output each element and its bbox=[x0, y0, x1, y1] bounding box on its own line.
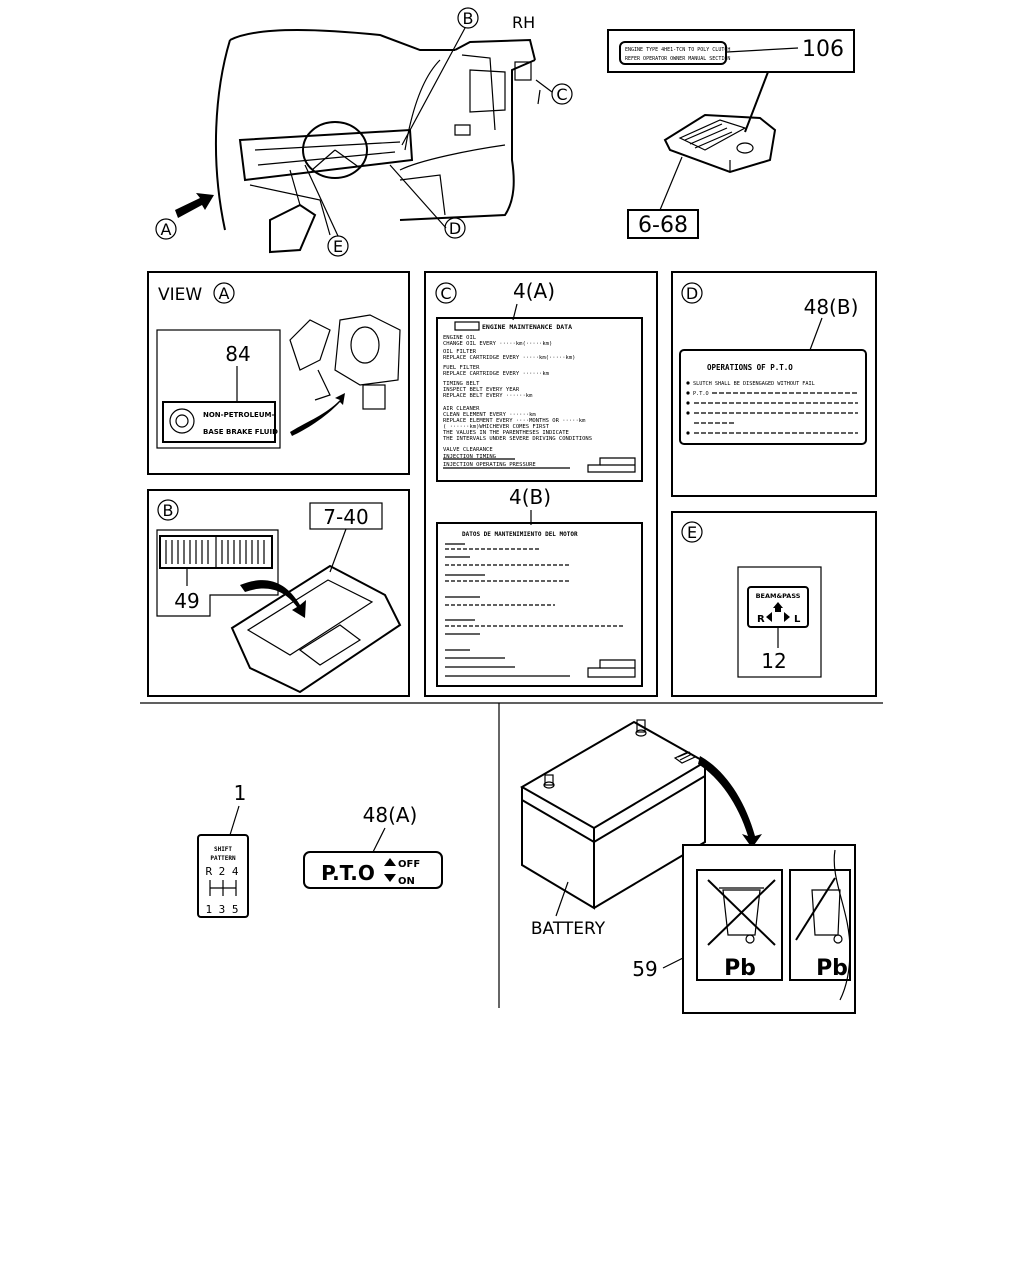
svg-text:A: A bbox=[161, 220, 172, 239]
svg-text:VALVE CLEARANCE: VALVE CLEARANCE bbox=[443, 447, 493, 453]
pb-text-2: Pb bbox=[816, 956, 848, 981]
svg-text:INSPECT BELT EVERY YEAR: INSPECT BELT EVERY YEAR bbox=[443, 387, 520, 393]
svg-text:FUEL FILTER: FUEL FILTER bbox=[443, 365, 480, 371]
svg-text:PATTERN: PATTERN bbox=[210, 855, 236, 862]
recycle-label-59: Pb Pb 59 bbox=[632, 844, 856, 1014]
rh-label: RH bbox=[512, 13, 535, 32]
battery-drawing: BATTERY bbox=[519, 719, 762, 939]
datos-placeholder-lines bbox=[445, 543, 625, 677]
part-number-7-40: 7-40 bbox=[323, 505, 368, 529]
part-number-12: 12 bbox=[761, 649, 786, 673]
svg-text:REPLACE ELEMENT EVERY ····MONT: REPLACE ELEMENT EVERY ····MONTHS OR ····… bbox=[443, 418, 586, 424]
engine-maint-lines: ENGINE OIL CHANGE OIL EVERY ·····km(····… bbox=[443, 335, 592, 468]
svg-text:C: C bbox=[556, 85, 567, 104]
turn-l-label: L bbox=[794, 614, 801, 625]
svg-text:C: C bbox=[440, 284, 451, 303]
svg-text:D: D bbox=[449, 219, 461, 238]
svg-text:TIMING BELT: TIMING BELT bbox=[443, 381, 480, 387]
svg-text:AIR CLEANER: AIR CLEANER bbox=[443, 406, 480, 412]
part-number-48b: 48(B) bbox=[804, 295, 859, 319]
panel-e: E BEAM&PASS R L 12 bbox=[671, 511, 877, 697]
svg-text:REPLACE CARTRIDGE EVERY ······: REPLACE CARTRIDGE EVERY ······km bbox=[443, 371, 550, 377]
brake-fluid-line2: BASE BRAKE FLUID bbox=[203, 428, 278, 436]
svg-text:E: E bbox=[687, 523, 697, 542]
svg-text:REPLACE BELT EVERY ······km: REPLACE BELT EVERY ······km bbox=[443, 393, 533, 399]
pb-text-1: Pb bbox=[724, 956, 756, 981]
callout-d-top: D bbox=[444, 217, 466, 239]
svg-text:THE VALUES IN THE PARENTHESES: THE VALUES IN THE PARENTHESES INDICATE bbox=[443, 430, 569, 436]
callout-a-top: A bbox=[155, 218, 177, 240]
panel-c: C 4(A) ENGINE MAINTENANCE DATA ENGINE OI… bbox=[424, 271, 658, 697]
pto-ops-line1: SLUTCH SHALL BE DISENGAGED WITHOUT FAIL bbox=[693, 381, 815, 387]
part-number-4a: 4(A) bbox=[513, 279, 555, 303]
svg-text:B: B bbox=[163, 501, 174, 520]
shift-bottom-row: 1 3 5 bbox=[205, 903, 238, 916]
label-106-line1: ENGINE TYPE 4HE1-TCN TO POLY CLUTCH bbox=[625, 47, 730, 53]
shift-top-row: R 2 4 bbox=[205, 865, 238, 878]
part-number-1: 1 bbox=[234, 781, 247, 805]
pto-text: P.T.O bbox=[321, 861, 375, 885]
svg-text:INJECTION TIMING: INJECTION TIMING bbox=[443, 454, 496, 460]
svg-text:( ······km)WHICHEVER COMES FIR: ( ······km)WHICHEVER COMES FIRST bbox=[443, 424, 550, 430]
svg-text:6-68: 6-68 bbox=[638, 213, 688, 238]
svg-text:CHANGE OIL EVERY ·····km(·····: CHANGE OIL EVERY ·····km(·····km) bbox=[443, 341, 552, 347]
panel-view-a: VIEW A 84 NON-PETROLEUM- BASE BRAKE FLUI… bbox=[147, 271, 410, 475]
engine-maint-title: ENGINE MAINTENANCE DATA bbox=[482, 323, 572, 331]
panel-b: B 49 7-40 bbox=[147, 489, 410, 697]
part-106-group: ENGINE TYPE 4HE1-TCN TO POLY CLUTCH REFE… bbox=[607, 29, 855, 133]
battery-label: BATTERY bbox=[531, 919, 606, 939]
datos-title: DATOS DE MANTENIMIENTO DEL MOTOR bbox=[462, 531, 578, 538]
svg-text:A: A bbox=[219, 284, 230, 303]
svg-text:INJECTION OPERATING PRESSURE: INJECTION OPERATING PRESSURE bbox=[443, 462, 536, 468]
svg-text:D: D bbox=[686, 284, 698, 303]
shift-pattern-label: 1 SHIFT PATTERN R 2 4 1 3 5 bbox=[197, 781, 249, 918]
part-number-59: 59 bbox=[632, 957, 657, 981]
pto-ops-title: OPERATIONS OF P.T.O bbox=[707, 363, 793, 372]
heater-unit-drawing bbox=[659, 113, 777, 211]
pto-label: 48(A) P.T.O OFF ON bbox=[303, 803, 443, 889]
panel-d: D 48(B) OPERATIONS OF P.T.O SLUTCH SHALL… bbox=[671, 271, 877, 497]
part-6-68-box: 6-68 bbox=[627, 209, 699, 239]
pto-on: ON bbox=[398, 876, 415, 887]
part-number-106: 106 bbox=[802, 37, 844, 62]
svg-text:REPLACE CARTRIDGE EVERY ·····k: REPLACE CARTRIDGE EVERY ·····km(·····km) bbox=[443, 355, 575, 361]
callout-c-top: C bbox=[551, 83, 573, 105]
svg-text:SHIFT: SHIFT bbox=[214, 846, 232, 853]
part-number-84: 84 bbox=[225, 342, 250, 366]
svg-text:B: B bbox=[463, 9, 474, 28]
part-number-48a: 48(A) bbox=[363, 803, 418, 827]
turn-r-label: R bbox=[757, 614, 765, 625]
callout-e-top: E bbox=[327, 235, 349, 257]
label-106-line2: REFER OPERATOR OWNER MANUAL SECTION bbox=[625, 56, 730, 62]
part-number-49: 49 bbox=[174, 589, 199, 613]
view-a-title: VIEW bbox=[158, 285, 202, 305]
cab-overview-drawing bbox=[175, 27, 553, 254]
svg-text:ENGINE OIL: ENGINE OIL bbox=[443, 335, 477, 341]
pto-off: OFF bbox=[398, 859, 420, 870]
beam-pass-label: BEAM&PASS bbox=[756, 592, 801, 600]
svg-text:CLEAN ELEMENT EVERY ······km: CLEAN ELEMENT EVERY ······km bbox=[443, 412, 536, 418]
svg-text:E: E bbox=[333, 237, 343, 256]
svg-text:THE INTERVALS UNDER SEVERE DRI: THE INTERVALS UNDER SEVERE DRIVING CONDI… bbox=[443, 436, 592, 442]
pto-ops-line2: P.T.O bbox=[693, 391, 709, 397]
part-number-4b: 4(B) bbox=[509, 485, 551, 509]
svg-text:OIL FILTER: OIL FILTER bbox=[443, 349, 477, 355]
callout-b-top: B bbox=[457, 7, 479, 29]
brake-fluid-line1: NON-PETROLEUM- bbox=[203, 411, 274, 419]
